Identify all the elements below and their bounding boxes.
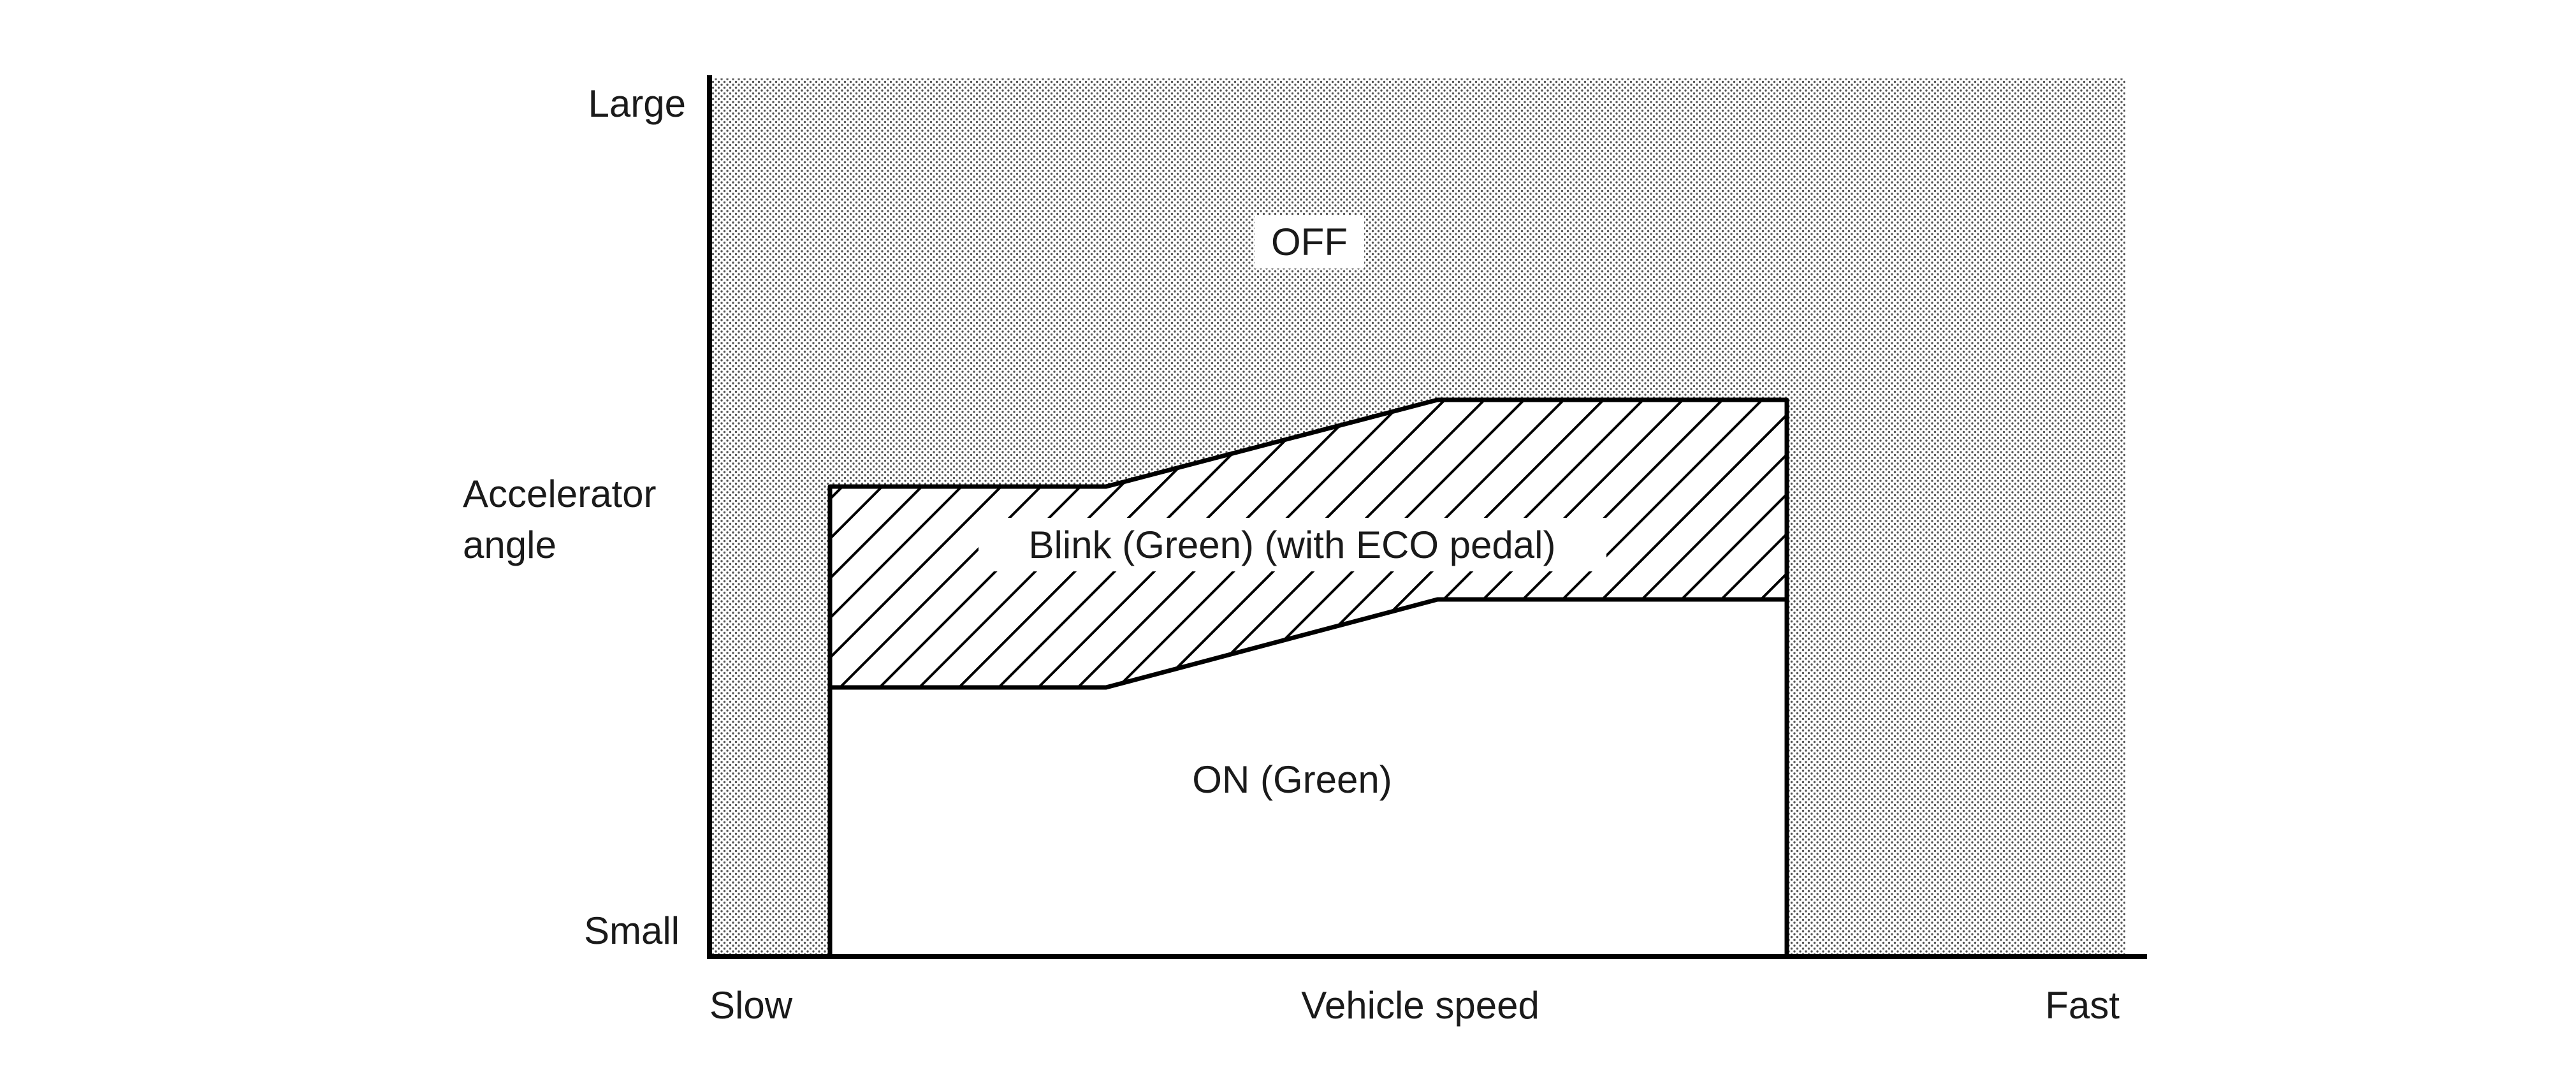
x-axis-title: Vehicle speed <box>1301 984 1539 1027</box>
x-axis-right-label: Fast <box>2045 984 2120 1027</box>
x-axis-left-label: Slow <box>709 984 793 1027</box>
y-axis-top-label: Large <box>588 82 686 125</box>
on-label: ON (Green) <box>1192 758 1392 801</box>
y-axis-title-line2: angle <box>463 524 557 566</box>
y-axis-title-line1: Accelerator <box>463 473 656 515</box>
blink-label: Blink (Green) (with ECO pedal) <box>1029 524 1556 566</box>
y-axis-bottom-label: Small <box>584 909 680 952</box>
off-label: OFF <box>1271 221 1348 263</box>
blink-lower-boundary <box>830 597 1787 690</box>
blink-upper-boundary <box>827 397 1789 957</box>
